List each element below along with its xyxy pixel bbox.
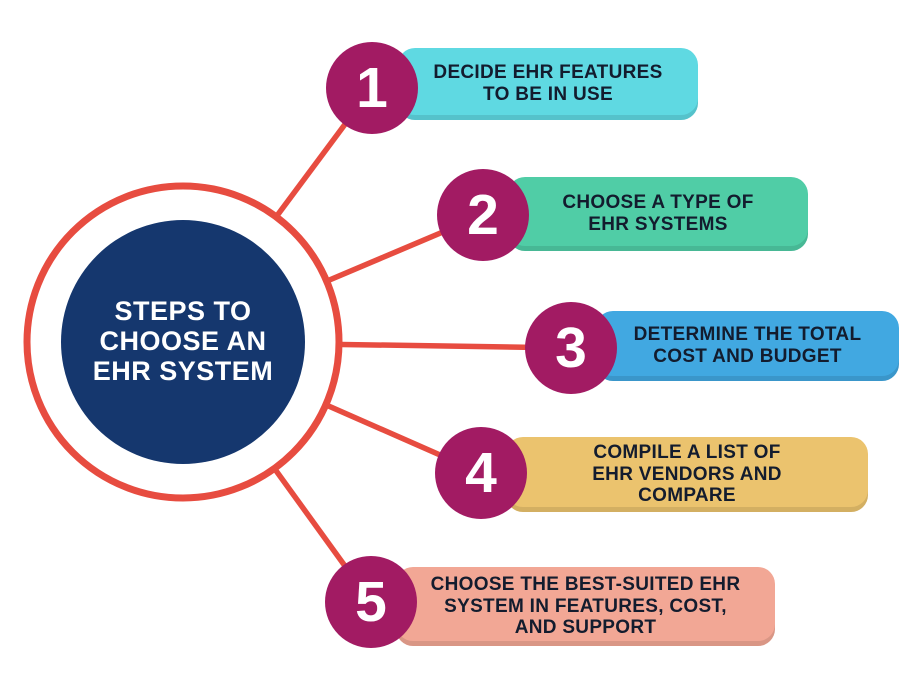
step-5-label-bar: CHOOSE THE BEST-SUITED EHR SYSTEM IN FEA… — [396, 567, 775, 646]
step-2-number-badge: 2 — [437, 169, 529, 261]
step-4-label-bar: COMPILE A LIST OF EHR VENDORS AND COMPAR… — [506, 437, 868, 512]
step-4-number-badge: 4 — [435, 427, 527, 519]
step-1-label-bar: DECIDE EHR FEATURES TO BE IN USE — [398, 48, 698, 120]
step-3-label-bar: DETERMINE THE TOTAL COST AND BUDGET — [596, 311, 899, 381]
step-5-number-badge: 5 — [325, 556, 417, 648]
center-title: STEPS TO CHOOSE AN EHR SYSTEM — [92, 296, 274, 386]
step-2-label-bar: CHOOSE A TYPE OF EHR SYSTEMS — [508, 177, 808, 251]
step-3-number-badge: 3 — [525, 302, 617, 394]
step-1-number-badge: 1 — [326, 42, 418, 134]
center-circle — [61, 220, 305, 464]
